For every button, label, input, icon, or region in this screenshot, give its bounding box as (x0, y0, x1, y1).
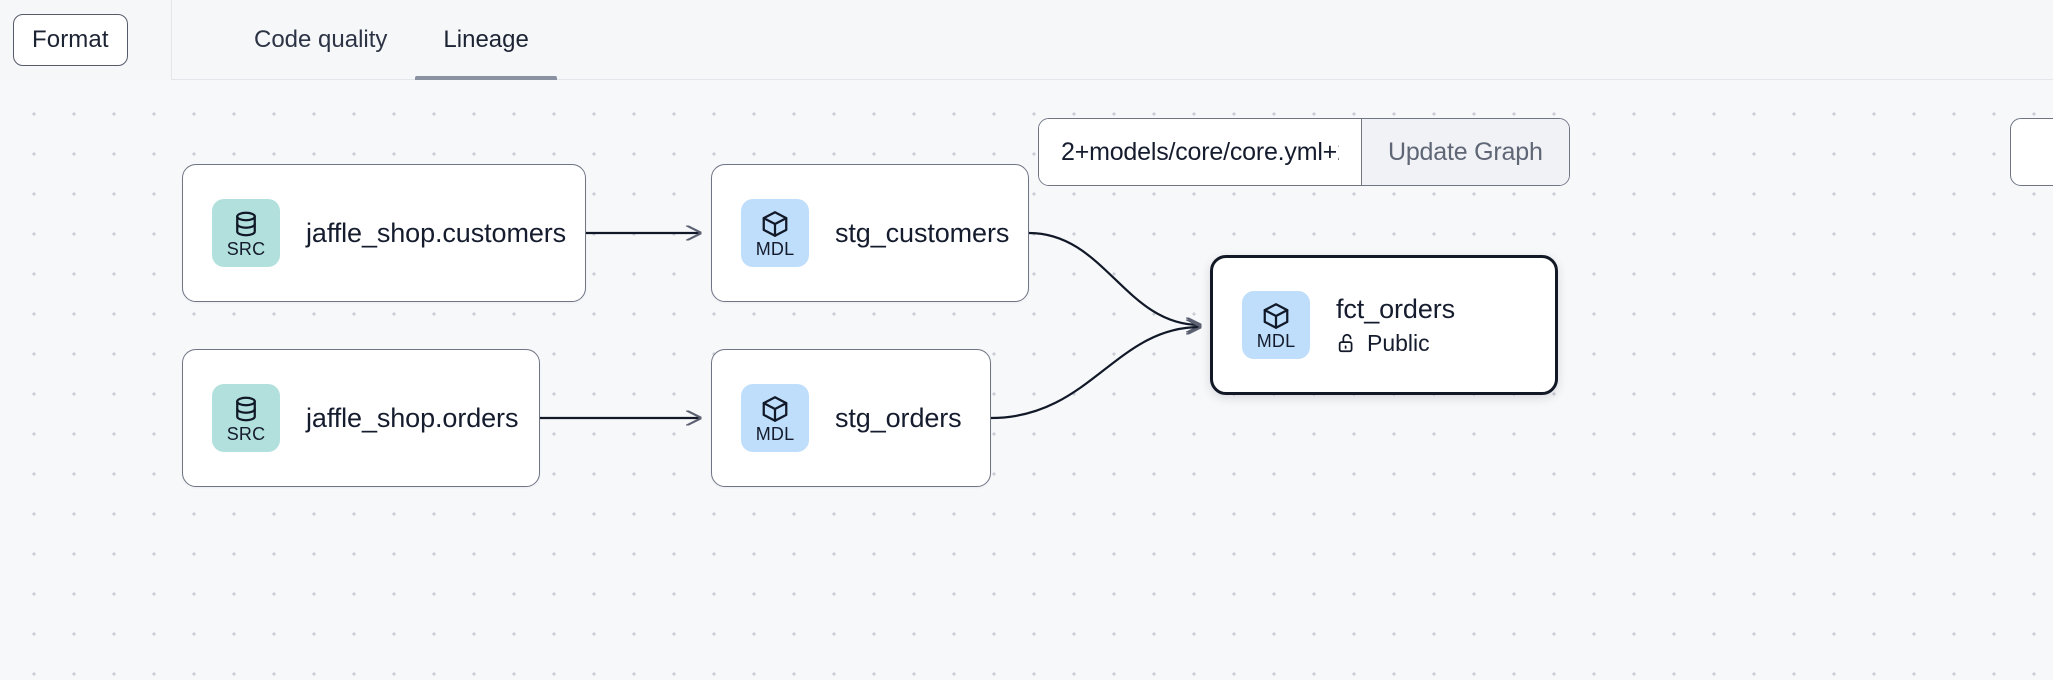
graph-selector-control: Update Graph (1038, 118, 1570, 186)
top-toolbar: Format Code quality Lineage (0, 0, 2053, 80)
tab-code-quality[interactable]: Code quality (254, 25, 388, 53)
node-body: jaffle_shop.orders (306, 402, 518, 435)
edge-stg-orders-fct-orders (990, 327, 1200, 420)
node-body: fct_orders Public (1336, 293, 1455, 357)
node-badge-src: SRC (212, 384, 280, 452)
format-zone: Format (0, 0, 172, 80)
lineage-node-src-customers[interactable]: SRC jaffle_shop.customers (182, 164, 586, 302)
node-title: jaffle_shop.customers (306, 217, 567, 248)
lineage-node-stg-orders[interactable]: MDL stg_orders (711, 349, 991, 487)
node-title: fct_orders (1336, 294, 1456, 324)
node-badge-label: SRC (226, 238, 266, 259)
node-body: stg_orders (835, 402, 962, 435)
lineage-canvas[interactable]: SRC jaffle_shop.customers MDL stg_custo (0, 80, 2053, 680)
node-badge-label: MDL (755, 423, 795, 444)
graph-side-control[interactable] (2010, 118, 2053, 186)
lineage-node-fct-orders[interactable]: MDL fct_orders Public (1210, 255, 1558, 395)
node-title: stg_orders (835, 402, 962, 433)
lineage-node-src-orders[interactable]: SRC jaffle_shop.orders (182, 349, 540, 487)
database-icon (231, 209, 261, 239)
node-access-label: Public (1367, 330, 1430, 356)
cube-icon (1261, 301, 1291, 331)
edge-stg-customers-fct-orders (1028, 231, 1200, 325)
cube-icon (760, 209, 790, 239)
node-title: stg_customers (835, 217, 1010, 248)
unlock-icon (1336, 332, 1358, 354)
node-badge-mdl: MDL (1242, 291, 1310, 359)
node-badge-label: SRC (226, 423, 266, 444)
format-button[interactable]: Format (13, 13, 128, 66)
lineage-node-stg-customers[interactable]: MDL stg_customers (711, 164, 1029, 302)
node-body: stg_customers (835, 217, 1009, 250)
node-access-row: Public (1336, 329, 1455, 357)
node-title: jaffle_shop.orders (306, 402, 519, 433)
cube-icon (760, 394, 790, 424)
tab-lineage[interactable]: Lineage (415, 0, 558, 80)
graph-selector-input[interactable] (1039, 119, 1361, 185)
tab-bar: Code quality Lineage (172, 0, 558, 80)
node-badge-src: SRC (212, 199, 280, 267)
node-body: jaffle_shop.customers (306, 217, 566, 250)
update-graph-button[interactable]: Update Graph (1361, 119, 1569, 185)
node-badge-label: MDL (755, 238, 795, 259)
database-icon (231, 394, 261, 424)
node-badge-label: MDL (1256, 330, 1296, 351)
node-badge-mdl: MDL (741, 199, 809, 267)
node-badge-mdl: MDL (741, 384, 809, 452)
